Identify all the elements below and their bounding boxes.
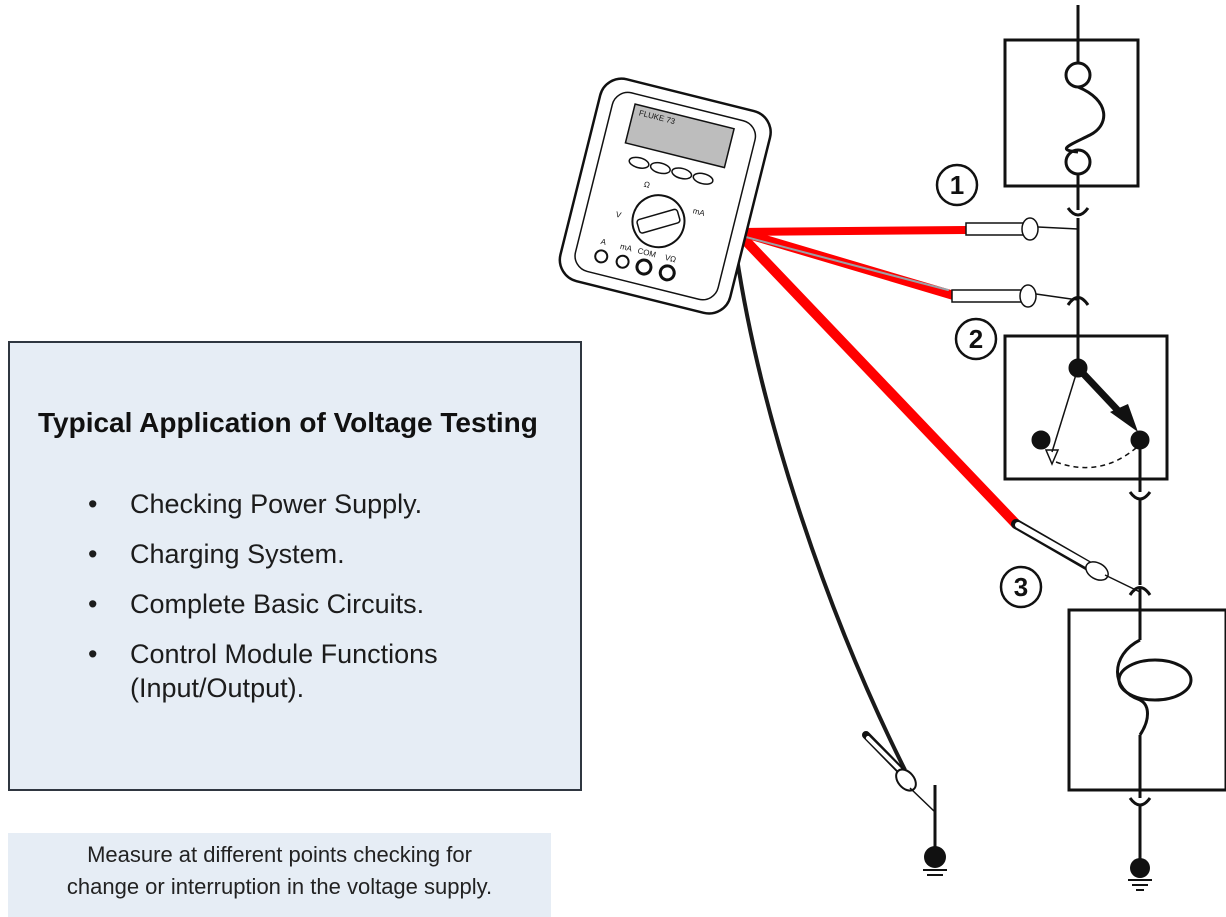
jack-label-a: A <box>600 237 608 247</box>
jack-label-ma: mA <box>619 242 633 254</box>
info-panel: Typical Application of Voltage Testing •… <box>8 341 582 791</box>
test-point-number: 2 <box>969 324 983 354</box>
caption-line-1: Measure at different points checking for <box>87 842 472 867</box>
ground-symbol-circuit <box>1128 858 1152 891</box>
jack-label-com: COM <box>637 246 658 259</box>
jack-com <box>635 258 653 276</box>
bullet: • <box>88 589 98 619</box>
list-item: • Charging System. <box>82 537 550 571</box>
fuse-box <box>1003 38 1140 188</box>
bullet: • <box>88 639 98 669</box>
list-item: • Checking Power Supply. <box>82 487 550 521</box>
list-item-text: Complete Basic Circuits. <box>130 589 425 619</box>
test-lead-black <box>733 244 936 813</box>
list-item-text: Control Module Functions (Input/Output). <box>130 639 438 703</box>
test-point-number: 3 <box>1014 572 1028 602</box>
bullet: • <box>88 539 98 569</box>
multimeter: FLUKE 73 Ω mA V A mA COM VΩ <box>558 77 772 315</box>
test-point-number: 1 <box>950 170 964 200</box>
info-list: • Checking Power Supply. • Charging Syst… <box>82 487 550 721</box>
caption: Measure at different points checking for… <box>8 833 551 917</box>
jack-a <box>594 249 609 264</box>
ground-symbol-meter <box>923 785 947 876</box>
dial-label-ohm: Ω <box>643 180 651 190</box>
list-item: • Complete Basic Circuits. <box>82 587 550 621</box>
caption-line-2: change or interruption in the voltage su… <box>66 874 493 899</box>
probe-3 <box>1011 519 1141 593</box>
test-lead-red <box>735 226 1021 529</box>
circuit-wiring <box>1003 5 1226 860</box>
jack-label-v: VΩ <box>664 253 677 264</box>
list-item: • Control Module Functions (Input/Output… <box>82 637 550 705</box>
jack-v <box>658 264 676 282</box>
test-point-marker-2: 2 <box>954 317 998 361</box>
test-point-marker-1: 1 <box>935 163 979 207</box>
bullet: • <box>88 489 98 519</box>
list-item-text: Checking Power Supply. <box>130 489 423 519</box>
test-point-marker-3: 3 <box>999 565 1043 609</box>
lamp-box <box>1067 608 1226 792</box>
dial-label-v: V <box>615 210 623 220</box>
switch-box <box>1003 334 1169 481</box>
list-item-text: Charging System. <box>130 539 345 569</box>
info-title: Typical Application of Voltage Testing <box>38 407 538 438</box>
probe-2 <box>951 284 1079 308</box>
jack-ma <box>615 254 630 269</box>
meter-display <box>624 103 735 169</box>
probe-1 <box>965 217 1079 241</box>
dial-label-ma: mA <box>692 206 706 218</box>
